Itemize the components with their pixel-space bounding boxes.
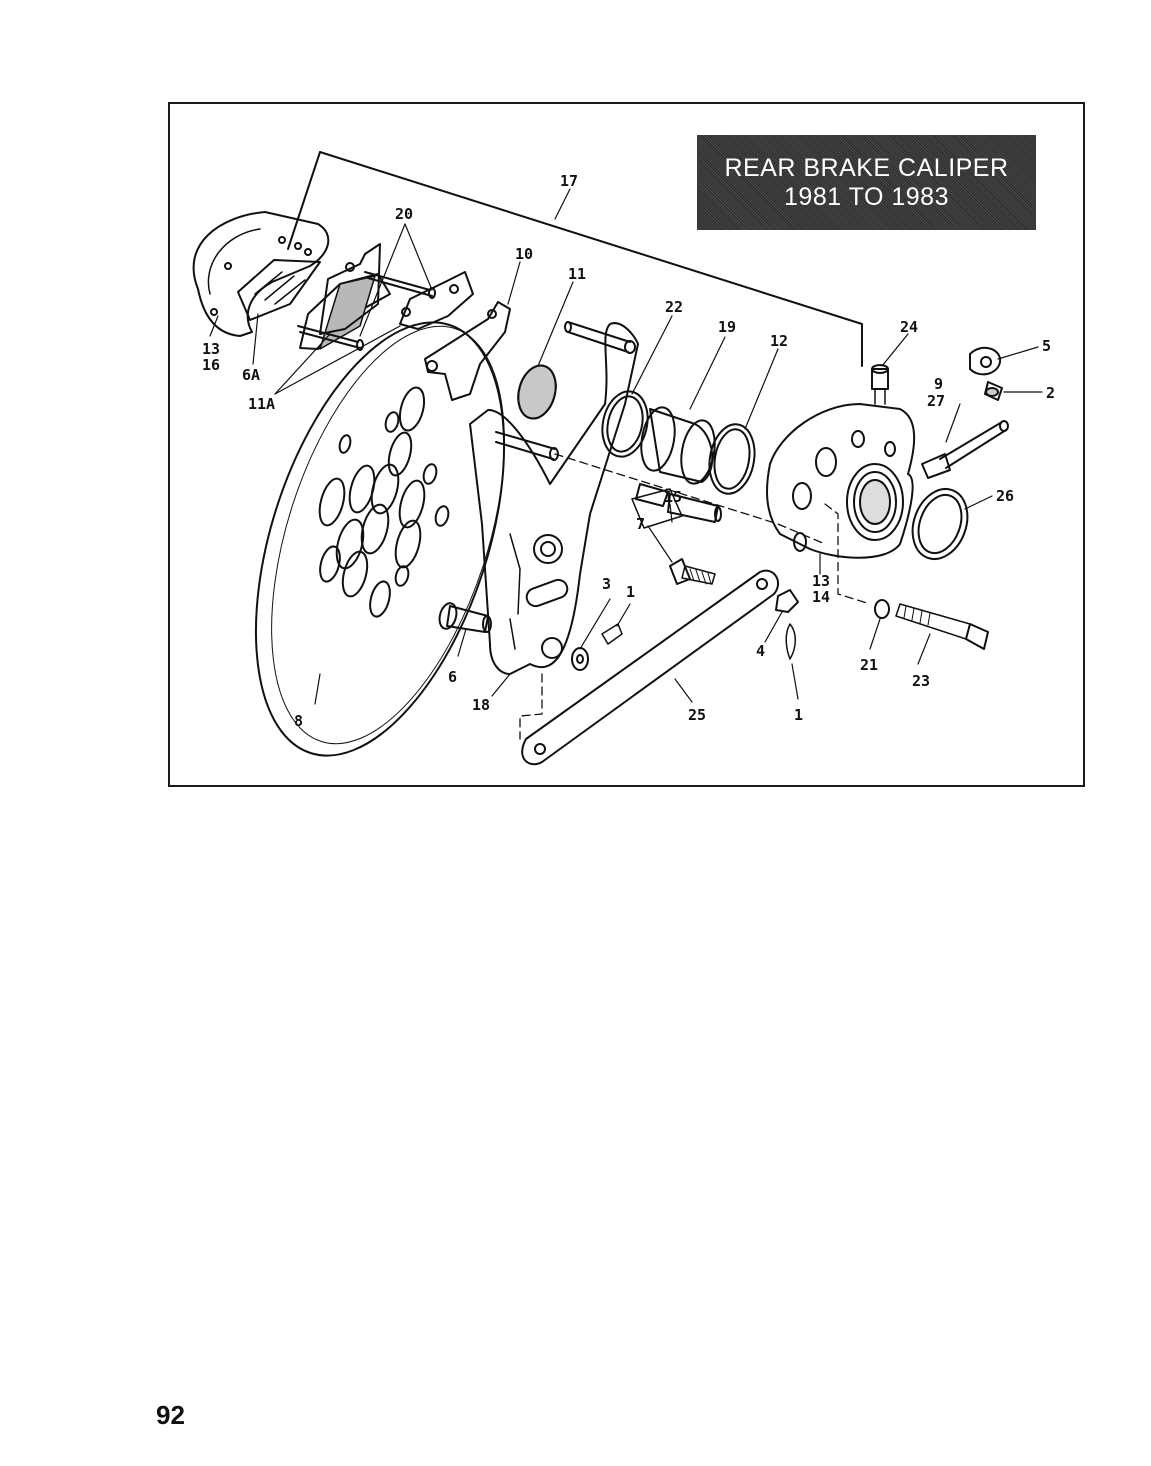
callout-13-lower: 13 (812, 572, 830, 590)
bleeder-valve (871, 364, 889, 405)
anti-rattle-spring (237, 259, 321, 321)
callout-16: 16 (202, 356, 220, 374)
callout-20: 20 (395, 205, 413, 223)
callout-9: 9 (934, 375, 943, 393)
callout-8: 8 (294, 712, 303, 730)
callout-22: 22 (665, 298, 683, 316)
castle-nut (775, 589, 799, 660)
callout-3: 3 (602, 575, 611, 593)
callout-15: 15 (664, 488, 682, 506)
callout-23: 23 (912, 672, 930, 690)
bolt-7 (669, 558, 716, 585)
callout-21: 21 (860, 656, 878, 674)
hose-clamp (969, 346, 1003, 401)
caliper-body (766, 403, 916, 559)
pin-bushings (631, 483, 722, 529)
retainer-disk (517, 364, 557, 420)
callout-27: 27 (927, 392, 945, 410)
callout-13-upper: 13 (202, 340, 220, 358)
pad-pins (297, 271, 436, 351)
callout-labels: 17 20 10 11 22 19 12 24 5 2 9 27 13 16 6… (202, 172, 1055, 730)
callout-1-lower: 1 (794, 706, 803, 724)
washer-and-cotter-pin (571, 623, 623, 671)
piston (640, 406, 716, 485)
piston-seal (708, 423, 756, 495)
figure-title-box: REAR BRAKE CALIPER 1981 TO 1983 (697, 135, 1036, 230)
callout-14: 14 (812, 588, 830, 606)
alignment-lines (519, 453, 871, 740)
callout-5: 5 (1042, 337, 1051, 355)
callout-24: 24 (900, 318, 918, 336)
retaining-ring (601, 390, 649, 458)
page-number: 92 (156, 1400, 185, 1430)
callout-6: 6 (448, 668, 457, 686)
bracket-plate (424, 301, 511, 401)
exploded-diagram-frame: 17 20 10 11 22 19 12 24 5 2 9 27 13 16 6… (168, 102, 1085, 787)
callout-12: 12 (770, 332, 788, 350)
callout-4: 4 (756, 642, 765, 660)
callout-6a: 6A (242, 366, 260, 384)
callout-17: 17 (560, 172, 578, 190)
bracket-pins (495, 321, 636, 461)
o-ring (911, 488, 969, 560)
exploded-view-diagram: 17 20 10 11 22 19 12 24 5 2 9 27 13 16 6… (192, 151, 1055, 766)
callout-18: 18 (472, 696, 490, 714)
figure-title-line-1: REAR BRAKE CALIPER (724, 153, 1009, 182)
assembly-bracket (287, 151, 863, 367)
callout-25: 25 (688, 706, 706, 724)
callout-1-upper: 1 (626, 583, 635, 601)
callout-11a: 11A (248, 395, 275, 413)
callout-19: 19 (718, 318, 736, 336)
torque-link-arm (521, 569, 779, 766)
brake-hose (921, 420, 1009, 479)
brake-disc (254, 321, 506, 757)
callout-7: 7 (636, 515, 645, 533)
callout-11: 11 (568, 265, 586, 283)
washer-and-bolt (874, 599, 989, 650)
leader-lines (209, 188, 1043, 705)
bolt-6 (438, 602, 492, 633)
callout-10: 10 (515, 245, 533, 263)
figure-title-line-2: 1981 TO 1983 (784, 182, 949, 211)
callout-2: 2 (1046, 384, 1055, 402)
callout-26: 26 (996, 487, 1014, 505)
pad-shell (192, 211, 330, 337)
